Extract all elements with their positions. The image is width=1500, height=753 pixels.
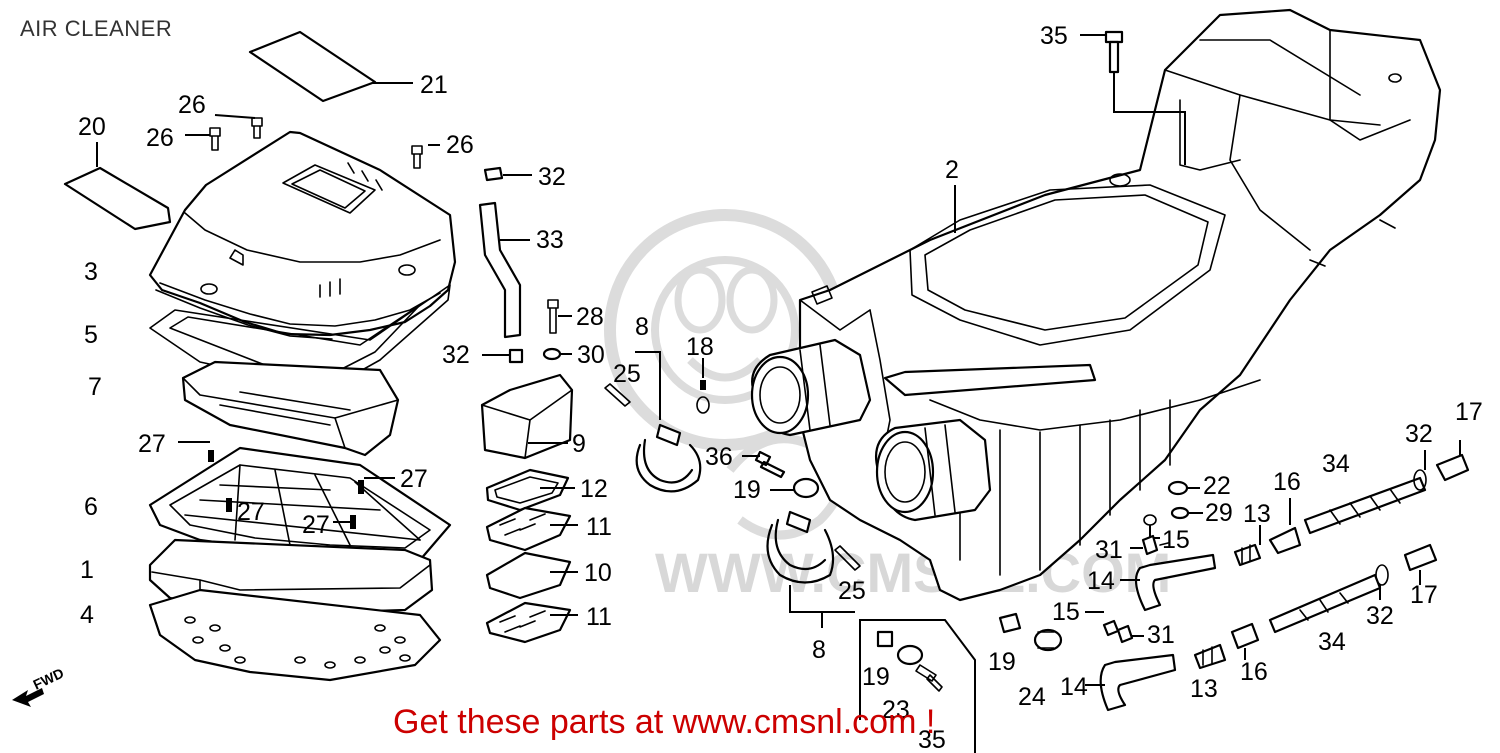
callout-32a: 32 bbox=[538, 163, 566, 191]
page-title: AIR CLEANER bbox=[20, 16, 173, 41]
part-36-bolt bbox=[742, 450, 786, 479]
callout-22: 22 bbox=[1203, 472, 1231, 500]
callout-20: 20 bbox=[78, 113, 106, 141]
callout-16b: 16 bbox=[1240, 658, 1268, 686]
callout-34a: 34 bbox=[1322, 450, 1350, 478]
callout-18: 18 bbox=[686, 333, 714, 361]
callout-11a: 11 bbox=[586, 513, 612, 541]
callout-33: 33 bbox=[536, 226, 564, 254]
part-11-plate-upper bbox=[485, 506, 578, 552]
drain-tube-33 bbox=[478, 166, 572, 364]
screw-27-icon bbox=[178, 441, 395, 529]
part-4-base bbox=[148, 588, 442, 682]
callout-31a: 31 bbox=[1095, 536, 1123, 564]
part-12-gasket bbox=[485, 468, 575, 512]
bolt-group-bottom bbox=[859, 619, 976, 753]
callout-30: 30 bbox=[577, 341, 605, 369]
part-6-frame bbox=[148, 446, 452, 562]
funnel-upper bbox=[750, 338, 872, 437]
callout-16a: 16 bbox=[1273, 468, 1301, 496]
part-10-plate bbox=[485, 551, 578, 600]
fwd-label: FWD bbox=[31, 665, 67, 693]
callout-labels: 3 5 7 6 1 4 20 21 26 26 26 27 27 27 27 3… bbox=[78, 22, 1483, 753]
callout-17a: 17 bbox=[1455, 398, 1483, 426]
callout-4: 4 bbox=[80, 601, 94, 629]
callout-28: 28 bbox=[576, 303, 604, 331]
promo-link-text[interactable]: Get these parts at www.cmsnl.com ! bbox=[393, 703, 936, 741]
callout-19c: 19 bbox=[988, 648, 1016, 676]
clamp-8-upper bbox=[604, 351, 702, 493]
part-18-clip bbox=[696, 358, 710, 414]
callout-15a: 15 bbox=[1162, 526, 1190, 554]
callout-13b: 13 bbox=[1190, 675, 1218, 703]
callout-6: 6 bbox=[84, 493, 98, 521]
callout-24: 24 bbox=[1018, 683, 1046, 711]
part-21-sheet bbox=[248, 30, 413, 103]
callout-11b: 11 bbox=[586, 603, 612, 631]
callout-1: 1 bbox=[80, 556, 94, 584]
watermark-text: WWW.CMSNL.COM bbox=[655, 541, 1171, 604]
callout-19a: 19 bbox=[733, 476, 761, 504]
callout-36: 36 bbox=[705, 443, 733, 471]
callout-27d: 27 bbox=[302, 511, 330, 539]
callout-2: 2 bbox=[945, 156, 959, 184]
callout-10: 10 bbox=[584, 559, 612, 587]
bolt-35-top bbox=[1080, 30, 1186, 165]
part-7-element bbox=[181, 360, 400, 457]
callout-21: 21 bbox=[420, 71, 448, 99]
callout-14b: 14 bbox=[1060, 673, 1088, 701]
part-9-box bbox=[480, 373, 574, 460]
screw-26-icon bbox=[185, 114, 440, 169]
drain-hardware-lower bbox=[998, 543, 1438, 712]
part-3-cover bbox=[148, 130, 457, 340]
callout-17b: 17 bbox=[1410, 581, 1438, 609]
callout-13a: 13 bbox=[1243, 500, 1271, 528]
callout-12: 12 bbox=[580, 475, 608, 503]
callout-9: 9 bbox=[572, 430, 586, 458]
part-11-plate-lower bbox=[485, 601, 578, 644]
callout-14a: 14 bbox=[1087, 567, 1115, 595]
callout-26c: 26 bbox=[446, 131, 474, 159]
callout-25a: 25 bbox=[613, 360, 641, 388]
callout-5: 5 bbox=[84, 321, 98, 349]
clamp-8-lower bbox=[766, 510, 861, 628]
callout-23: 23 bbox=[882, 696, 910, 724]
callout-26b: 26 bbox=[146, 124, 174, 152]
part-19-cap bbox=[770, 477, 820, 499]
callout-32c: 32 bbox=[1405, 420, 1433, 448]
callout-35a: 35 bbox=[1040, 22, 1068, 50]
drain-hardware-right bbox=[1120, 440, 1470, 612]
callout-35b: 35 bbox=[918, 726, 946, 753]
watermark: WWW.CMSNL.COM bbox=[604, 209, 1171, 604]
callout-15b: 15 bbox=[1052, 598, 1080, 626]
callout-7: 7 bbox=[88, 373, 102, 401]
fwd-direction-arrow: FWD bbox=[12, 665, 66, 707]
callout-34b: 34 bbox=[1318, 628, 1346, 656]
callout-32b: 32 bbox=[442, 341, 470, 369]
callout-27c: 27 bbox=[237, 498, 265, 526]
callout-3: 3 bbox=[84, 258, 98, 286]
callout-27b: 27 bbox=[400, 465, 428, 493]
callout-8a: 8 bbox=[635, 313, 649, 341]
callout-19b: 19 bbox=[862, 663, 890, 691]
callout-26a: 26 bbox=[178, 91, 206, 119]
callout-29: 29 bbox=[1205, 499, 1233, 527]
callout-31b: 31 bbox=[1147, 621, 1175, 649]
funnel-lower bbox=[874, 418, 992, 522]
part-20-pad bbox=[63, 142, 172, 231]
callout-8b: 8 bbox=[812, 636, 826, 664]
callout-27a: 27 bbox=[138, 430, 166, 458]
callout-25b: 25 bbox=[838, 577, 866, 605]
callout-32d: 32 bbox=[1366, 602, 1394, 630]
